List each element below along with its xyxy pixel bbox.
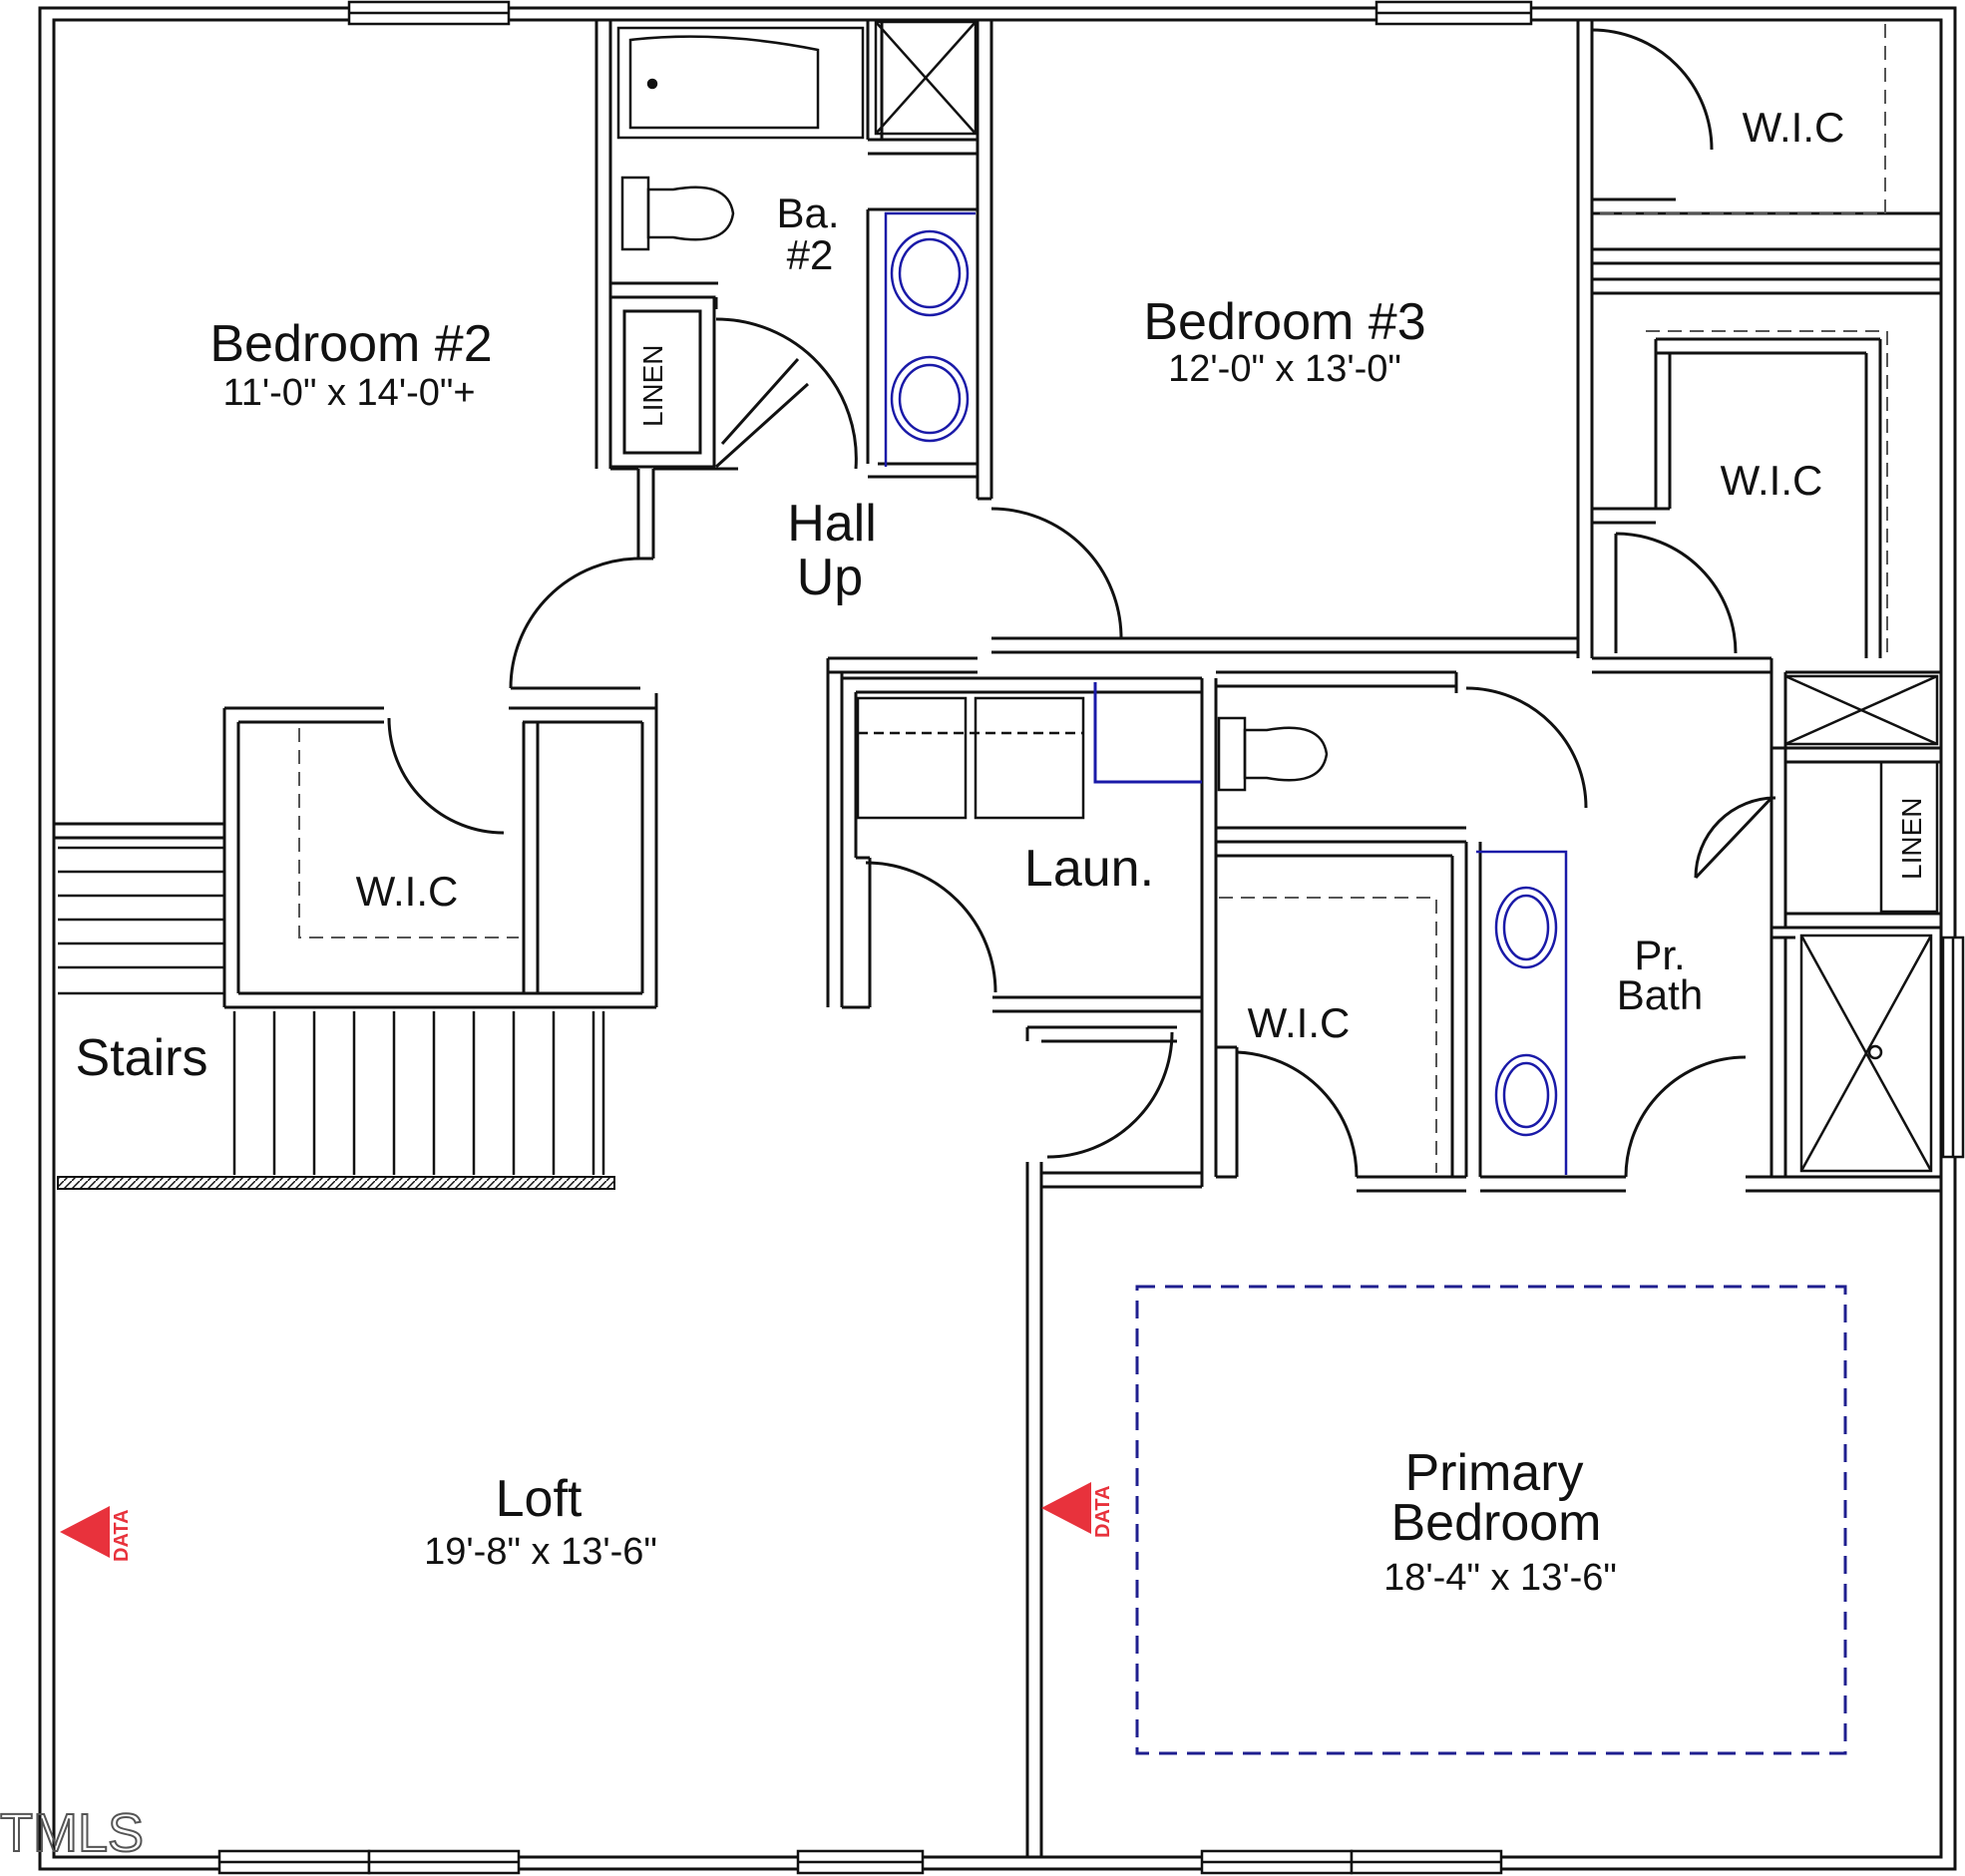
primary-bedroom-dims: 18'-4" x 13'-6" [1383,1557,1617,1599]
dryer [974,696,1085,820]
watermark: TMLS [0,1803,144,1863]
stair-treads [58,846,605,1175]
primary-bath-label-line2: Bath [1617,971,1703,1018]
interior-walls [52,20,1941,1857]
bath2-vanity [884,211,976,467]
hall-label-line1: Hall [787,495,877,553]
bedroom2-name: Bedroom #2 [209,315,492,373]
hall-label-line2: Up [797,549,863,606]
bath2-label-line2: #2 [787,231,834,278]
windows [217,0,1965,1875]
shower-stall [874,20,978,136]
data-marker-label: DATA [111,1509,133,1562]
linen-label-primary: LINEN [1896,798,1927,880]
data-marker-loft: DATA [60,1506,133,1562]
data-marker-primary: DATA [1041,1482,1114,1538]
wic-label-3: W.I.C [356,868,459,915]
laundry-fixtures [856,696,1085,820]
primary-bath-label-line1: Pr. [1634,932,1685,978]
wic-label-4: W.I.C [1248,999,1351,1046]
washer [856,696,968,820]
wic-label-1: W.I.C [1743,104,1845,151]
bedroom3-dims: 12'-0" x 13'-0" [1168,348,1401,390]
data-marker-label: DATA [1092,1485,1114,1538]
laundry-counter [1093,682,1202,784]
closet-shelving [298,24,1888,1173]
stairs-label: Stairs [76,1029,208,1087]
linen-label-bath2: LINEN [637,345,668,427]
bedroom3-name: Bedroom #3 [1143,293,1425,351]
bath2-label-line1: Ba. [776,189,839,236]
door-swings [387,28,1776,1178]
stair-railing [57,1176,615,1190]
laundry-label: Laun. [1024,840,1154,898]
loft-name: Loft [496,1470,583,1528]
primary-bedroom-line1: Primary [1404,1444,1583,1502]
primary-bath-vanity [1476,850,1568,1175]
wic-label-2: W.I.C [1721,457,1823,504]
bedroom2-dims: 11'-0" x 14'-0"+ [222,372,475,414]
bath2-fixtures [616,20,978,251]
primary-bedroom-line2: Bedroom [1391,1494,1602,1552]
primary-bath-fixtures [1217,674,1939,1173]
bathtub [616,26,865,140]
loft-dims: 19'-8" x 13'-6" [424,1531,657,1573]
